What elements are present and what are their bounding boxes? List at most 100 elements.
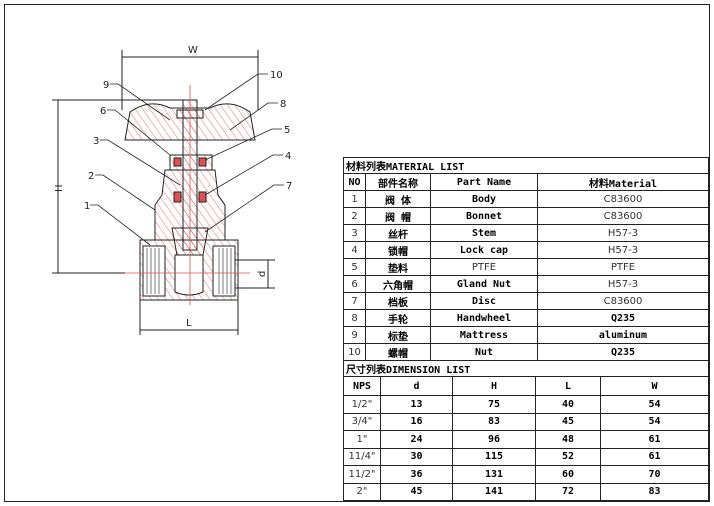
l-cell: 45 — [535, 412, 601, 431]
packing — [173, 157, 182, 167]
l-cell: 40 — [535, 395, 601, 414]
row-part: Disc — [430, 292, 538, 310]
callout-6: 6 — [100, 106, 106, 117]
d-label: d — [257, 271, 268, 277]
h-cell: 141 — [452, 482, 536, 501]
row-no: 9 — [343, 326, 366, 344]
row-material: H57-3 — [537, 241, 709, 259]
row-part: Mattress — [430, 326, 538, 344]
callout-leaders — [90, 73, 284, 246]
row-cn: 螺帽 — [365, 343, 431, 361]
row-part: Stem — [430, 224, 538, 242]
row-cn: 阀 体 — [365, 190, 431, 208]
row-material: Q235 — [537, 309, 709, 327]
header-part-name: Part Name — [430, 173, 538, 191]
w-cell: 61 — [600, 430, 709, 449]
row-part: Handwheel — [430, 309, 538, 327]
row-no: 1 — [343, 190, 366, 208]
nps-cell: 2" — [343, 482, 381, 501]
row-part: Body — [430, 190, 538, 208]
w-cell: 54 — [600, 395, 709, 414]
row-material: H57-3 — [537, 275, 709, 293]
w-label: W — [188, 45, 198, 56]
header-d: d — [380, 376, 453, 396]
callout-5: 5 — [284, 125, 290, 136]
h-cell: 75 — [452, 395, 536, 414]
callout-10: 10 — [270, 70, 283, 81]
row-cn: 丝杆 — [365, 224, 431, 242]
l-cell: 72 — [535, 482, 601, 501]
header-cn-name: 部件名称 — [365, 173, 431, 191]
header-w: W — [600, 376, 709, 396]
l-cell: 60 — [535, 465, 601, 484]
row-no: 3 — [343, 224, 366, 242]
callout-4: 4 — [285, 151, 291, 162]
callout-8: 8 — [280, 99, 286, 110]
d-cell: 36 — [380, 465, 453, 484]
row-no: 5 — [343, 258, 366, 276]
callout-7: 7 — [286, 181, 292, 192]
row-cn: 标垫 — [365, 326, 431, 344]
d-cell: 13 — [380, 395, 453, 414]
row-part: PTFE — [430, 258, 538, 276]
row-no: 10 — [343, 343, 366, 361]
material-list-title: 材料列表MATERIAL LIST — [343, 157, 709, 174]
row-no: 8 — [343, 309, 366, 327]
nps-cell: 1" — [343, 430, 381, 449]
row-cn: 阀 帽 — [365, 207, 431, 225]
row-cn: 六角帽 — [365, 275, 431, 293]
header-l: L — [535, 376, 601, 396]
d-cell: 30 — [380, 447, 453, 466]
w-cell: 83 — [600, 482, 709, 501]
callout-3: 3 — [93, 136, 99, 147]
row-no: 7 — [343, 292, 366, 310]
row-cn: 档板 — [365, 292, 431, 310]
h-cell: 131 — [452, 465, 536, 484]
d-cell: 24 — [380, 430, 453, 449]
row-no: 4 — [343, 241, 366, 259]
nps-cell: 11/2" — [343, 465, 381, 484]
d-cell: 45 — [380, 482, 453, 501]
row-no: 6 — [343, 275, 366, 293]
row-material: Q235 — [537, 343, 709, 361]
row-material: PTFE — [537, 258, 709, 276]
row-cn: 垫料 — [365, 258, 431, 276]
callout-9: 9 — [103, 80, 109, 91]
row-material: aluminum — [537, 326, 709, 344]
header-h: H — [452, 376, 536, 396]
row-cn: 锁帽 — [365, 241, 431, 259]
h-label: H — [54, 184, 65, 192]
row-material: H57-3 — [537, 224, 709, 242]
row-material: C83600 — [537, 292, 709, 310]
row-part: Bonnet — [430, 207, 538, 225]
row-cn: 手轮 — [365, 309, 431, 327]
callout-2: 2 — [88, 171, 94, 182]
h-cell: 115 — [452, 447, 536, 466]
nps-cell: 11/4" — [343, 447, 381, 466]
l-label: L — [186, 318, 192, 329]
lock-cap — [173, 191, 182, 203]
d-cell: 16 — [380, 412, 453, 431]
drawing-frame — [4, 4, 710, 502]
h-cell: 96 — [452, 430, 536, 449]
w-cell: 70 — [600, 465, 709, 484]
header-material: 材料Material — [537, 173, 709, 191]
row-part: Lock cap — [430, 241, 538, 259]
callout-1: 1 — [84, 201, 90, 212]
l-cell: 48 — [535, 430, 601, 449]
row-no: 2 — [343, 207, 366, 225]
